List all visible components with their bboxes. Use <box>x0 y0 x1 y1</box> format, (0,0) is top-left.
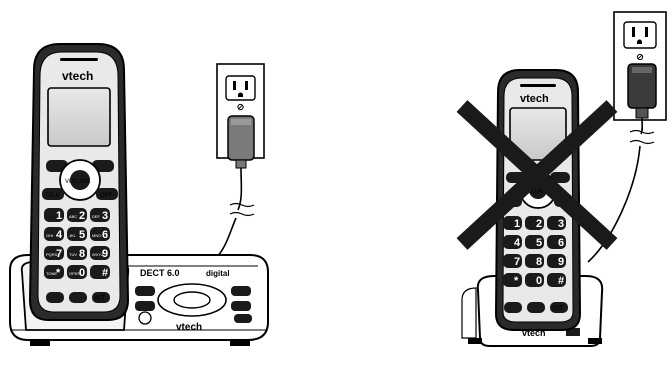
handset-keypad[interactable]: 1 2 3 4 5 6 7 8 9 * 0 # <box>503 216 566 287</box>
keypad-key[interactable] <box>44 246 64 260</box>
handset-int-label: INT <box>94 295 106 302</box>
keypad-key-digit: 1 <box>514 218 520 230</box>
base-brand-label: vtech <box>176 322 202 333</box>
keypad-key[interactable] <box>44 265 64 279</box>
keypad-key-digit: 8 <box>79 248 85 260</box>
handset-off-label: OFF <box>100 193 112 199</box>
correct-setup: DECT 6.0 digital vtech vtech <box>9 43 269 346</box>
keypad-key[interactable] <box>503 235 522 249</box>
keypad-key-digit: 0 <box>79 267 85 279</box>
keypad-key[interactable] <box>547 273 566 287</box>
keypad-key-digit: 2 <box>536 218 542 230</box>
cord-break-mark <box>229 202 255 217</box>
keypad-key-digit: 9 <box>558 256 564 268</box>
keypad-key-digit: 3 <box>102 210 108 222</box>
keypad-key[interactable] <box>90 265 110 279</box>
keypad-key-digit: 1 <box>56 210 62 222</box>
keypad-key-digit: 4 <box>56 229 63 241</box>
handset-talk-button[interactable] <box>42 188 64 200</box>
keypad-key[interactable] <box>503 273 522 287</box>
keypad-key-digit: 5 <box>536 237 542 249</box>
keypad-key-digit: 9 <box>102 248 108 260</box>
handset-display <box>47 87 111 147</box>
keypad-key-digit: * <box>514 275 519 287</box>
charger-brand-label: vtech <box>522 328 546 338</box>
base-digital-label: digital <box>206 269 230 278</box>
keypad-key[interactable] <box>547 216 566 230</box>
keypad-key-digit: 3 <box>558 218 564 230</box>
cross-mark-icon <box>456 100 618 250</box>
handset-talk-label: TALK <box>45 193 60 199</box>
handset-int-button[interactable] <box>92 292 110 303</box>
keypad-key[interactable] <box>503 216 522 230</box>
handset-int-label: INT <box>552 305 564 312</box>
keypad-key[interactable] <box>90 227 110 241</box>
keypad-key[interactable] <box>67 265 87 279</box>
keypad-key[interactable] <box>525 235 544 249</box>
keypad-key-letters: GHI <box>46 233 53 238</box>
keypad-key[interactable] <box>44 208 64 222</box>
keypad-key[interactable] <box>90 208 110 222</box>
power-adapter-icon <box>227 115 255 169</box>
keypad-key[interactable] <box>67 227 87 241</box>
keypad-key-digit: * <box>56 267 61 279</box>
base-buttons[interactable] <box>135 286 252 325</box>
keypad-key-digit: 0 <box>536 275 542 287</box>
keypad-key[interactable] <box>525 273 544 287</box>
keypad-key-digit: # <box>558 275 564 287</box>
keypad-key-digit: 7 <box>514 256 520 268</box>
wall-outlet-icon <box>613 11 667 121</box>
keypad-key-letters: TONE <box>46 271 57 276</box>
handset-display <box>509 107 567 161</box>
keypad-key[interactable] <box>67 208 87 222</box>
keypad-key-digit: 4 <box>514 237 521 249</box>
keypad-key-letters: PQRS <box>46 252 58 257</box>
power-cord <box>587 117 644 263</box>
keypad-key-letters: TUV <box>69 252 77 257</box>
keypad-key-digit: 6 <box>558 237 564 249</box>
handset-int-button[interactable] <box>550 302 568 313</box>
keypad-key-letters: MNO <box>92 233 101 238</box>
keypad-key-digit: 7 <box>56 248 62 260</box>
keypad-key-letters: DEF <box>92 214 101 219</box>
handset-brand-label: vtech <box>62 69 93 83</box>
handset-brand-label: vtech <box>520 93 549 105</box>
cord-break-mark <box>629 129 655 145</box>
keypad-key[interactable] <box>503 254 522 268</box>
keypad-key-digit: 5 <box>79 229 85 241</box>
keypad-key[interactable] <box>547 235 566 249</box>
keypad-key-digit: 8 <box>536 256 542 268</box>
keypad-key-letters: WXYZ <box>92 252 104 257</box>
keypad-key-digit: 2 <box>79 210 85 222</box>
keypad-key[interactable] <box>525 254 544 268</box>
keypad-key[interactable] <box>547 254 566 268</box>
keypad-key[interactable] <box>90 246 110 260</box>
keypad-key[interactable] <box>67 246 87 260</box>
handset-nav-label: VOLUME <box>65 179 90 185</box>
keypad-key[interactable] <box>44 227 64 241</box>
base-model-label: DECT 6.0 <box>140 268 180 278</box>
power-adapter-icon <box>627 63 657 119</box>
handset-off-button[interactable] <box>96 188 118 200</box>
keypad-key-letters: OPER <box>69 271 80 276</box>
keypad-key-digit: # <box>102 267 108 279</box>
keypad-key[interactable] <box>525 216 544 230</box>
keypad-key-letters: JKL <box>69 233 77 238</box>
handset: vtech VOLUME 1 2 3 4 5 6 7 8 9 * 0 # INT <box>494 69 582 331</box>
keypad-key-letters: ABC <box>69 214 77 219</box>
incorrect-setup: vtech vtech VOLUME 1 2 3 4 5 6 7 8 9 * 0 # INT <box>456 11 667 347</box>
keypad-key-digit: 6 <box>102 229 108 241</box>
handset-nav-label: VOLUME <box>524 189 548 195</box>
